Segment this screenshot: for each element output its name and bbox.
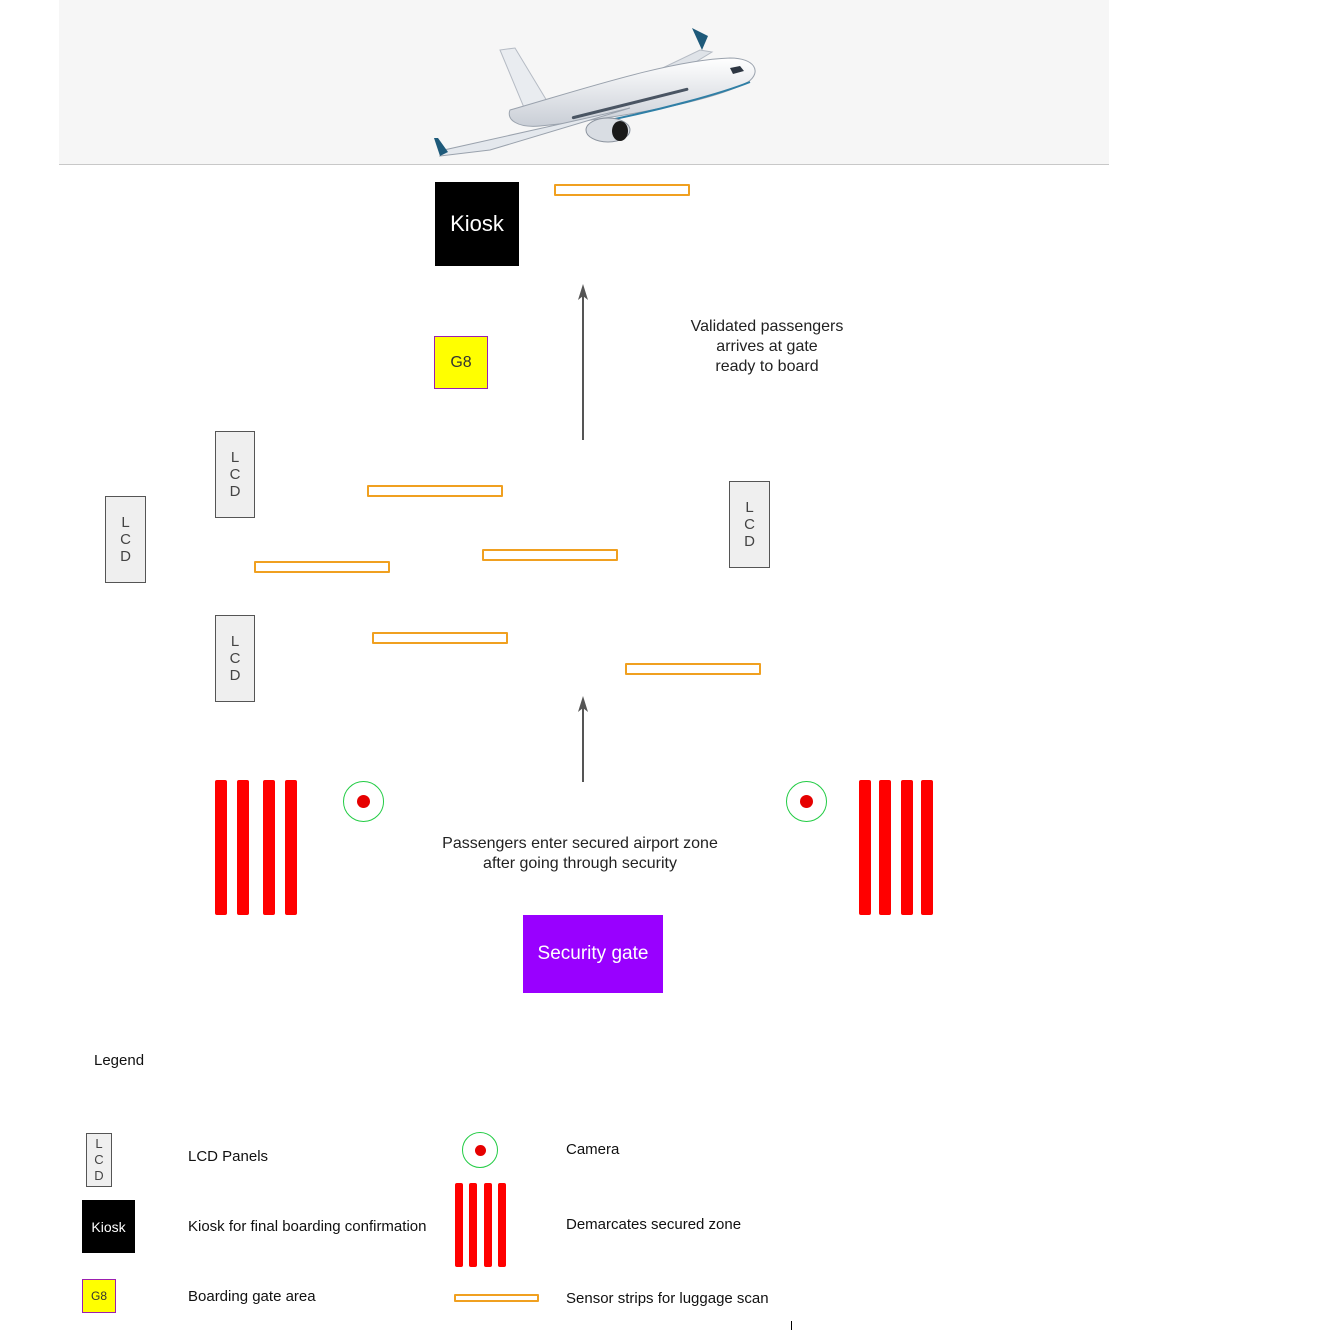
lcd-panel: L C D — [215, 431, 255, 518]
legend-gate-swatch: G8 — [82, 1279, 116, 1313]
legend-lcd-label: LCD Panels — [188, 1148, 269, 1165]
security-gate-label: Security gate — [537, 943, 649, 964]
lcd-letter: C — [94, 1152, 104, 1167]
boarding-gate: G8 — [434, 336, 488, 389]
kiosk: Kiosk — [435, 182, 519, 266]
sensor-strip — [367, 485, 503, 497]
legend-gate-label: Boarding gate area — [188, 1288, 316, 1305]
lcd-letter: L — [230, 449, 240, 466]
secured-zone-bar — [285, 780, 297, 915]
secured-zone-bar — [263, 780, 275, 915]
airplane-icon — [434, 28, 756, 157]
aircraft-header — [59, 0, 1109, 165]
legend-sensor-strip-label: Sensor strips for luggage scan — [566, 1290, 769, 1307]
flow-arrow-from-security — [578, 696, 588, 782]
legend-lcd-swatch: L C D — [86, 1133, 112, 1187]
legend-kiosk-label: Kiosk for final boarding confirmation — [188, 1218, 427, 1235]
secured-zone-bar — [921, 780, 933, 915]
secured-zone-bar — [215, 780, 227, 915]
sensor-strip — [625, 663, 761, 675]
legend-secured-zone-bar — [484, 1183, 492, 1267]
lcd-letter: D — [120, 548, 131, 565]
sensor-strip — [482, 549, 618, 561]
camera-icon — [786, 781, 827, 822]
legend-secured-zone-bar — [455, 1183, 463, 1267]
kiosk-label: Kiosk — [91, 1218, 126, 1235]
secured-zone-bar — [879, 780, 891, 915]
lcd-panel: L C D — [215, 615, 255, 702]
sensor-strip — [554, 184, 690, 196]
lcd-letter: D — [229, 667, 241, 684]
lcd-letter: D — [744, 533, 755, 550]
secured-zone-bar — [237, 780, 249, 915]
legend-camera-icon — [462, 1132, 498, 1168]
secured-zone-bar — [859, 780, 871, 915]
lcd-letter: L — [230, 633, 240, 650]
text-cursor — [791, 1321, 792, 1330]
gate-label: G8 — [90, 1289, 107, 1303]
lcd-letter: C — [744, 516, 755, 533]
lcd-letter: L — [121, 514, 130, 531]
security-gate: Security gate — [523, 915, 663, 993]
kiosk-label: Kiosk — [450, 211, 504, 236]
lcd-letter: C — [229, 650, 241, 667]
sensor-strip — [254, 561, 390, 573]
legend-secured-zone-bar — [469, 1183, 477, 1267]
lcd-letter: D — [229, 483, 241, 500]
sensor-strip — [372, 632, 508, 644]
security-entry-note: Passengers enter secured airport zone af… — [442, 835, 718, 872]
flow-arrow-to-gate — [578, 284, 588, 440]
lcd-panel: L C D — [105, 496, 146, 583]
legend-secured-zone-bar — [498, 1183, 506, 1267]
lcd-letter: C — [229, 466, 241, 483]
camera-icon — [343, 781, 384, 822]
legend-secured-zone-label: Demarcates secured zone — [566, 1216, 742, 1233]
legend-title: Legend — [94, 1052, 145, 1069]
legend-sensor-strip — [454, 1294, 539, 1302]
gate-arrival-note: Validated passengers arrives at gate rea… — [690, 318, 844, 375]
gate-label: G8 — [450, 353, 472, 371]
lcd-panel: L C D — [729, 481, 770, 568]
legend-kiosk-swatch: Kiosk — [82, 1200, 135, 1253]
lcd-letter: L — [745, 499, 754, 516]
secured-zone-bar — [901, 780, 913, 915]
lcd-letter: L — [95, 1136, 103, 1151]
lcd-letter: D — [94, 1168, 104, 1183]
legend-camera-label: Camera — [566, 1141, 620, 1158]
lcd-letter: C — [120, 531, 131, 548]
